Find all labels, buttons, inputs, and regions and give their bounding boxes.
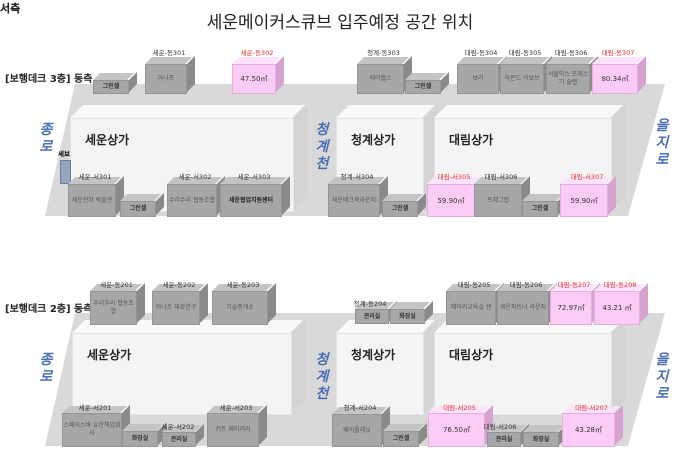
street-label: 청계천 bbox=[315, 122, 329, 172]
unit-box[interactable]: 메이커교육실 센 bbox=[446, 291, 496, 325]
building-name: 세운상가 bbox=[85, 133, 130, 147]
unit-code-label: 대림-서306 bbox=[484, 173, 518, 181]
unit-code-label: 대림-동307 bbox=[601, 49, 635, 57]
vacant-unit[interactable]: 76.50㎡ bbox=[428, 413, 485, 447]
unit-box[interactable]: 메이플레닛 bbox=[332, 414, 382, 447]
street-label: 청계천 bbox=[315, 352, 329, 402]
street-label: 종로 bbox=[39, 122, 53, 155]
unit-code-label: 세운-서302 bbox=[178, 173, 212, 181]
unit-code-label: 대림-동208 bbox=[603, 281, 637, 289]
building-name: 대림상가 bbox=[449, 133, 494, 147]
unit-box[interactable]: 보리 bbox=[457, 64, 499, 94]
vacant-unit[interactable]: 43.21 ㎡ bbox=[594, 291, 640, 325]
unit-code-label: 대림-동205 bbox=[457, 281, 491, 289]
page-title: 세운메이커스큐브 입주예정 공간 위치 bbox=[206, 13, 474, 33]
unit-code-label: 대림-서206 bbox=[483, 423, 517, 431]
unit-code-label: 대림-서207 bbox=[575, 404, 608, 412]
unit-box[interactable]: 그린셀 bbox=[405, 80, 441, 94]
unit-box[interactable]: 세운전자 박물관 bbox=[68, 184, 116, 217]
unit-box[interactable]: 프레그랩 bbox=[474, 184, 522, 217]
unit-box[interactable]: 세운협업지원센터 bbox=[220, 184, 282, 217]
building-block: 청계상가 bbox=[336, 333, 424, 415]
unit-code-label: 대림-동305 bbox=[508, 49, 542, 57]
vacant-unit[interactable]: 59.90㎡ bbox=[560, 184, 608, 217]
unit-code-label: 세운-동203 bbox=[226, 281, 260, 289]
unit-code-label: 대림-동206 bbox=[509, 281, 543, 289]
unit-box[interactable]: 화장실 bbox=[523, 432, 559, 447]
unit-code-label: 대림-서307 bbox=[570, 173, 604, 181]
unit-box[interactable]: 기술중개소 bbox=[212, 291, 268, 325]
unit-code-label: 세운-동202 bbox=[162, 281, 196, 289]
unit-box[interactable]: 관리실 bbox=[355, 309, 389, 324]
street-label: 을지로 bbox=[655, 118, 669, 168]
unit-code-label: 청계-동204 bbox=[353, 300, 387, 308]
unit-code-label: 대림-동207 bbox=[557, 281, 591, 289]
unit-box[interactable]: 수리수리 협동조합 bbox=[90, 291, 137, 325]
unit-code-label: 세운-서202 bbox=[161, 423, 195, 431]
vacant-unit[interactable]: 72.97㎡ bbox=[550, 291, 592, 325]
west-side-label: 서측 bbox=[0, 2, 21, 15]
unit-box[interactable]: 관리실 bbox=[162, 432, 196, 447]
west-side-label: 서측 bbox=[0, 2, 21, 15]
building-name: 세운상가 bbox=[87, 348, 132, 362]
unit-code-label: 세운-동201 bbox=[100, 281, 133, 289]
unit-box[interactable]: 세운테크북라운지 bbox=[328, 184, 380, 217]
unit-box[interactable]: 세운파트너 라운지 bbox=[497, 291, 549, 325]
building-name: 청계상가 bbox=[351, 133, 396, 147]
unit-code-label: 세운-서201 bbox=[78, 404, 112, 412]
unit-code-label: 세운-동302 bbox=[240, 49, 274, 57]
unit-box[interactable]: 서울믹스 프레스기 술렙 bbox=[546, 64, 590, 94]
unit-box[interactable]: 아몬드 어보브 bbox=[500, 64, 544, 94]
unit-code-label: 청계-서204 bbox=[343, 404, 377, 412]
unit-box[interactable]: 에어랩스 bbox=[357, 64, 404, 94]
sebo-pillar bbox=[60, 160, 71, 184]
building-name: 대림상가 bbox=[449, 348, 494, 362]
unit-code-label: 세운-서203 bbox=[219, 404, 253, 412]
unit-box[interactable]: 아나츠 bbox=[145, 64, 187, 94]
unit-box[interactable]: 키트 메이커리 bbox=[207, 413, 259, 447]
unit-code-label: 대림-동306 bbox=[554, 49, 588, 57]
floor-label: [보행데크 3층] 동측 bbox=[5, 74, 93, 85]
vacant-unit[interactable]: 43.28㎡ bbox=[562, 413, 615, 447]
unit-code-label: 세운-서303 bbox=[237, 173, 271, 181]
unit-code-label: 청계-동303 bbox=[367, 49, 400, 57]
street-label: 을지로 bbox=[655, 352, 669, 402]
unit-box[interactable]: 화장실 bbox=[122, 431, 158, 447]
unit-code-label: 대림-서205 bbox=[443, 404, 476, 412]
floor-label: [보행데크 2층] 동측 bbox=[5, 304, 93, 315]
unit-box[interactable]: 화장실 bbox=[390, 309, 425, 324]
vacant-unit[interactable]: 59.90㎡ bbox=[427, 184, 475, 217]
unit-code-label: 세운-동301 bbox=[152, 49, 186, 57]
unit-box[interactable]: 그린셀 bbox=[120, 201, 156, 217]
unit-box[interactable]: 그린셀 bbox=[382, 201, 418, 217]
unit-box[interactable]: 관리실 bbox=[487, 432, 521, 447]
unit-box[interactable]: 그린셀 bbox=[93, 80, 129, 94]
unit-code-label: 세운-서301 bbox=[78, 173, 112, 181]
unit-box[interactable]: 그린셀 bbox=[522, 201, 558, 217]
building-block: 세운상가 bbox=[72, 333, 292, 415]
unit-code-label: 청계-서304 bbox=[340, 173, 374, 181]
unit-code-label: 대림-동304 bbox=[464, 49, 498, 57]
vacant-unit[interactable]: 80.34㎡ bbox=[592, 64, 638, 94]
sebo-label: 세보 bbox=[58, 150, 70, 158]
unit-code-label: 대림-서305 bbox=[437, 173, 471, 181]
unit-box[interactable]: 스페이스바 유한책임회사 bbox=[62, 413, 122, 447]
unit-box[interactable]: 수리수리 협동조합 bbox=[167, 184, 217, 217]
building-name: 청계상가 bbox=[351, 348, 396, 362]
street-label: 종로 bbox=[39, 352, 53, 385]
vacant-unit[interactable]: 47.50㎡ bbox=[232, 64, 276, 94]
unit-box[interactable]: 그린셀 bbox=[383, 431, 419, 447]
building-block: 대림상가 bbox=[434, 333, 612, 415]
unit-box[interactable]: 아나츠 재료연구 bbox=[152, 291, 200, 325]
